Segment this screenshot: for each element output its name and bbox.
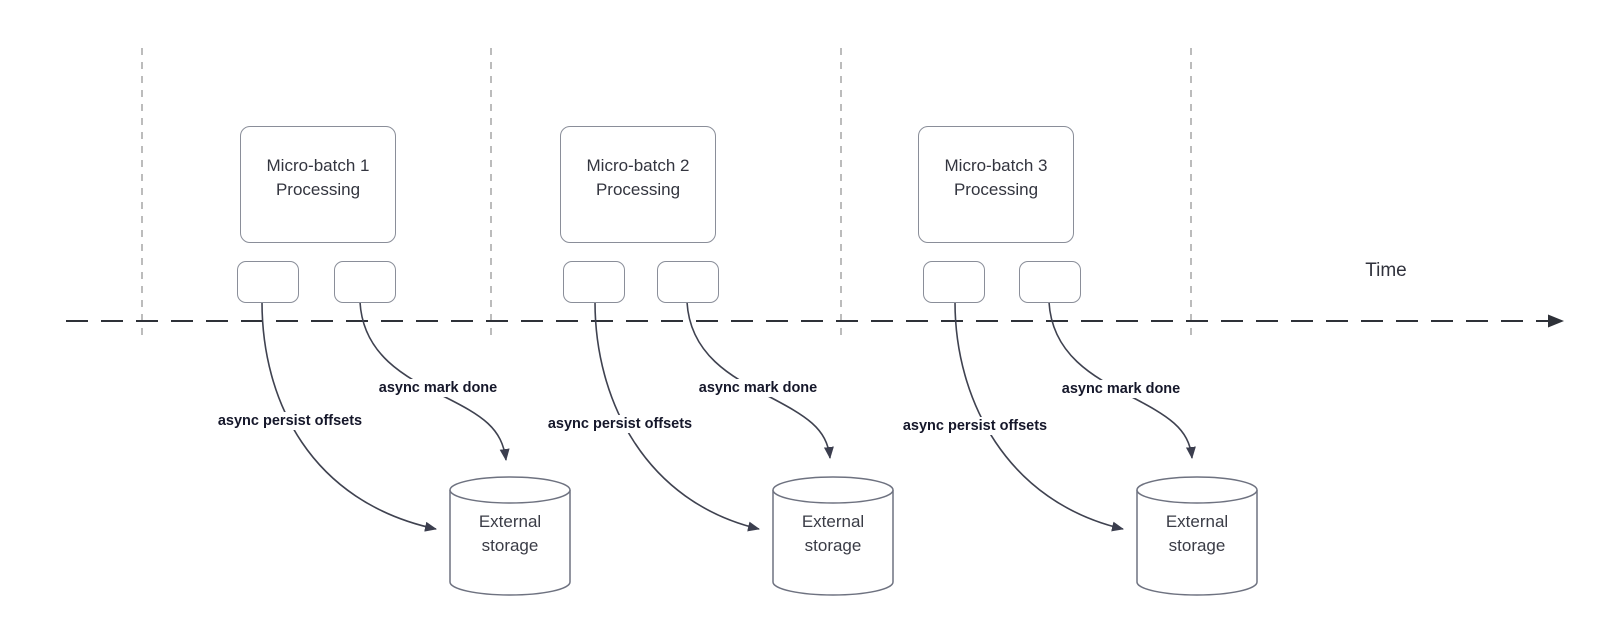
microbatch-2-label: Micro-batch 2 Processing [586,155,690,199]
external-storage-label-3: External storage [1165,512,1229,555]
persist-offsets-arrow-1 [261,301,437,532]
mark-done-task-box-1 [334,261,396,303]
mark-done-label-2: async mark done [695,379,821,397]
mark-done-label-1: async mark done [375,379,501,397]
persist-offsets-label-3: async persist offsets [899,417,1051,435]
microbatch-3-processing-box: Micro-batch 3 Processing [918,126,1074,243]
storage-cylinder-2 [772,476,894,596]
persist-offsets-arrow-3 [954,301,1124,532]
microbatch-2-processing-box: Micro-batch 2 Processing [560,126,716,243]
mark-done-label-3: async mark done [1058,380,1184,398]
mark-done-task-box-2 [657,261,719,303]
external-storage-label-2: External storage [801,512,865,555]
persist-offsets-task-box-3 [923,261,985,303]
microbatch-3-label: Micro-batch 3 Processing [944,155,1048,199]
persist-offsets-label-1: async persist offsets [214,412,366,430]
persist-offsets-task-box-1 [237,261,299,303]
persist-offsets-label-2: async persist offsets [544,415,696,433]
microbatch-1-label: Micro-batch 1 Processing [266,155,370,199]
microbatch-1-processing-box: Micro-batch 1 Processing [240,126,396,243]
mark-done-task-box-3 [1019,261,1081,303]
time-axis-label: Time [1365,260,1407,281]
persist-offsets-task-box-2 [563,261,625,303]
external-storage-label-1: External storage [478,512,542,555]
storage-cylinder-1 [449,476,571,596]
storage-cylinder-3 [1136,476,1258,596]
persist-offsets-arrow-2 [594,301,760,532]
